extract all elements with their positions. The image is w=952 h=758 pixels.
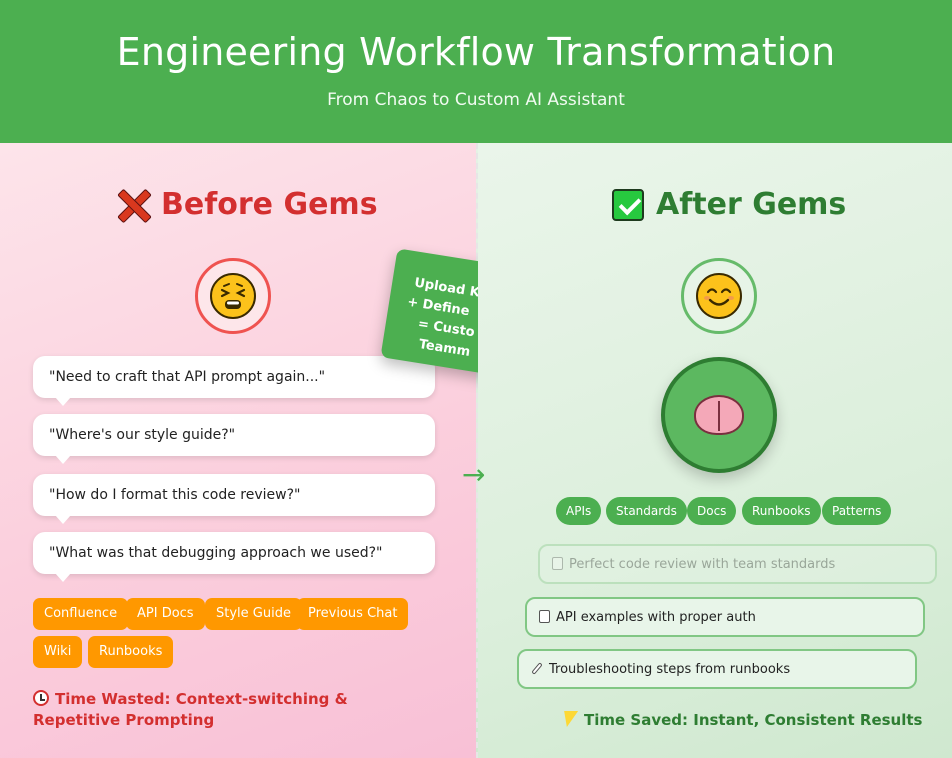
page-subtitle: From Chaos to Custom AI Assistant: [327, 90, 625, 110]
time-saved-text: Time Saved: Instant, Consistent Results: [584, 711, 923, 729]
knowledge-tag: APIs: [556, 497, 602, 525]
source-chip: Style Guide: [205, 598, 302, 630]
source-chip: API Docs: [126, 598, 205, 630]
page-title: Engineering Workflow Transformation: [116, 30, 836, 74]
quote-bubble: "Where's our style guide?": [33, 414, 435, 464]
source-chip: Previous Chat: [297, 598, 409, 630]
laptop-icon: [552, 557, 563, 570]
wrench-icon: [531, 662, 543, 675]
knowledge-tag: Patterns: [822, 497, 892, 525]
smiling-face-icon: [696, 273, 742, 319]
time-wasted-note: Time Wasted: Context-switching & Repetit…: [33, 689, 433, 731]
knowledge-tag: Docs: [687, 497, 737, 525]
quote-bubble: "How do I format this code review?": [33, 474, 435, 524]
result-item: API examples with proper auth: [525, 597, 925, 637]
time-saved-note: Time Saved: Instant, Consistent Results: [559, 711, 923, 729]
after-mood: [681, 258, 757, 334]
source-chip: Runbooks: [88, 636, 174, 668]
result-item: Perfect code review with team standards: [538, 544, 937, 584]
quote-bubble: "What was that debugging approach we use…: [33, 532, 435, 582]
transition-card: Upload K + Define = Custo Teamm: [380, 248, 478, 384]
clipboard-icon: [539, 610, 550, 623]
before-title: Before Gems: [115, 187, 378, 222]
source-chip: Wiki: [33, 636, 83, 668]
brain-icon: [694, 395, 744, 435]
before-title-text: Before Gems: [161, 187, 378, 222]
result-item: Troubleshooting steps from runbooks: [517, 649, 917, 689]
after-title-text: After Gems: [656, 187, 847, 222]
check-mark-icon: [612, 188, 644, 221]
time-wasted-text: Time Wasted: Context-switching & Repetit…: [33, 690, 348, 729]
after-panel: After Gems APIs Standards Docs Runbooks …: [476, 143, 952, 758]
gem-core: [661, 357, 777, 473]
header: Engineering Workflow Transformation From…: [0, 0, 952, 143]
tired-face-icon: [210, 273, 256, 319]
source-chip: Confluence: [33, 598, 129, 630]
knowledge-tag: Standards: [606, 497, 687, 525]
before-mood: [195, 258, 271, 334]
after-title: After Gems: [612, 187, 846, 222]
knowledge-tag: Runbooks: [742, 497, 821, 525]
alarm-clock-icon: [33, 690, 49, 706]
quote-bubble: "Need to craft that API prompt again...": [33, 356, 435, 406]
before-panel: Before Gems "Need to craft that API prom…: [0, 143, 476, 758]
arrow-right-icon: →: [462, 458, 486, 491]
lightning-icon: [559, 711, 579, 727]
transition-card-clip: Upload K + Define = Custo Teamm: [380, 248, 478, 384]
